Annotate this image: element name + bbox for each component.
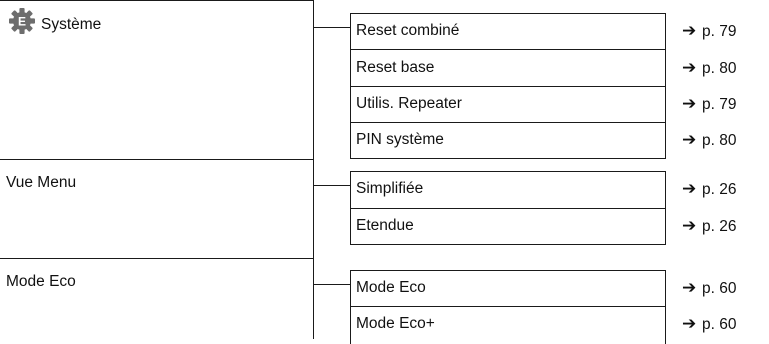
submenu-item-pin-systeme: PIN système [356,131,444,148]
submenu-item-mode-eco-plus: Mode Eco+ [356,315,435,332]
menu-label-vue-menu: Vue Menu [6,174,77,191]
box-border [350,270,351,344]
page-reference: ➔ p. 26 [682,216,736,237]
arrow-right-icon: ➔ [682,216,697,235]
page-ref-text: p. 79 [702,23,737,40]
page-reference: ➔ p. 60 [682,278,736,299]
box-border [350,306,666,307]
submenu-item-simplifiee: Simplifiée [356,180,424,197]
page-reference: ➔ p. 80 [682,58,736,79]
page-reference: ➔ p. 26 [682,179,736,200]
submenu-item-mode-eco: Mode Eco [356,279,426,296]
page-reference: ➔ p. 60 [682,314,736,335]
gear-icon: E [9,8,35,34]
menu-label-systeme: Système [41,16,102,33]
left-column-top-border [0,0,313,1]
page-ref-text: p. 26 [702,181,737,198]
page-ref-text: p. 60 [702,280,737,297]
arrow-right-icon: ➔ [682,94,697,113]
box-border [350,86,666,87]
page-ref-text: p. 79 [702,96,737,113]
left-column-divider-2 [0,258,313,259]
submenu-item-reset-combine: Reset combiné [356,22,460,39]
box-border [350,244,666,245]
box-border [350,49,666,50]
svg-text:E: E [18,15,26,29]
box-border [350,171,666,172]
arrow-right-icon: ➔ [682,314,697,333]
connector-line [314,284,350,285]
page-ref-text: p. 80 [702,132,737,149]
page-reference: ➔ p. 79 [682,21,736,42]
connector-line [314,185,350,186]
box-border [350,270,666,271]
page-ref-text: p. 60 [702,316,737,333]
left-column-right-border [313,0,314,339]
arrow-right-icon: ➔ [682,179,697,198]
box-border [665,270,666,344]
connector-line [314,27,350,28]
page-reference: ➔ p. 79 [682,94,736,115]
page-ref-text: p. 80 [702,60,737,77]
box-border [350,158,666,159]
arrow-right-icon: ➔ [682,58,697,77]
arrow-right-icon: ➔ [682,130,697,149]
page-reference: ➔ p. 80 [682,130,736,151]
submenu-item-etendue: Etendue [356,217,414,234]
arrow-right-icon: ➔ [682,278,697,297]
menu-label-mode-eco: Mode Eco [6,273,76,290]
page-ref-text: p. 26 [702,218,737,235]
box-border [350,122,666,123]
left-column-divider-1 [0,159,313,160]
box-border [350,13,666,14]
submenu-item-reset-base: Reset base [356,59,435,76]
submenu-item-utilis-repeater: Utilis. Repeater [356,95,462,112]
arrow-right-icon: ➔ [682,21,697,40]
box-border [350,208,666,209]
